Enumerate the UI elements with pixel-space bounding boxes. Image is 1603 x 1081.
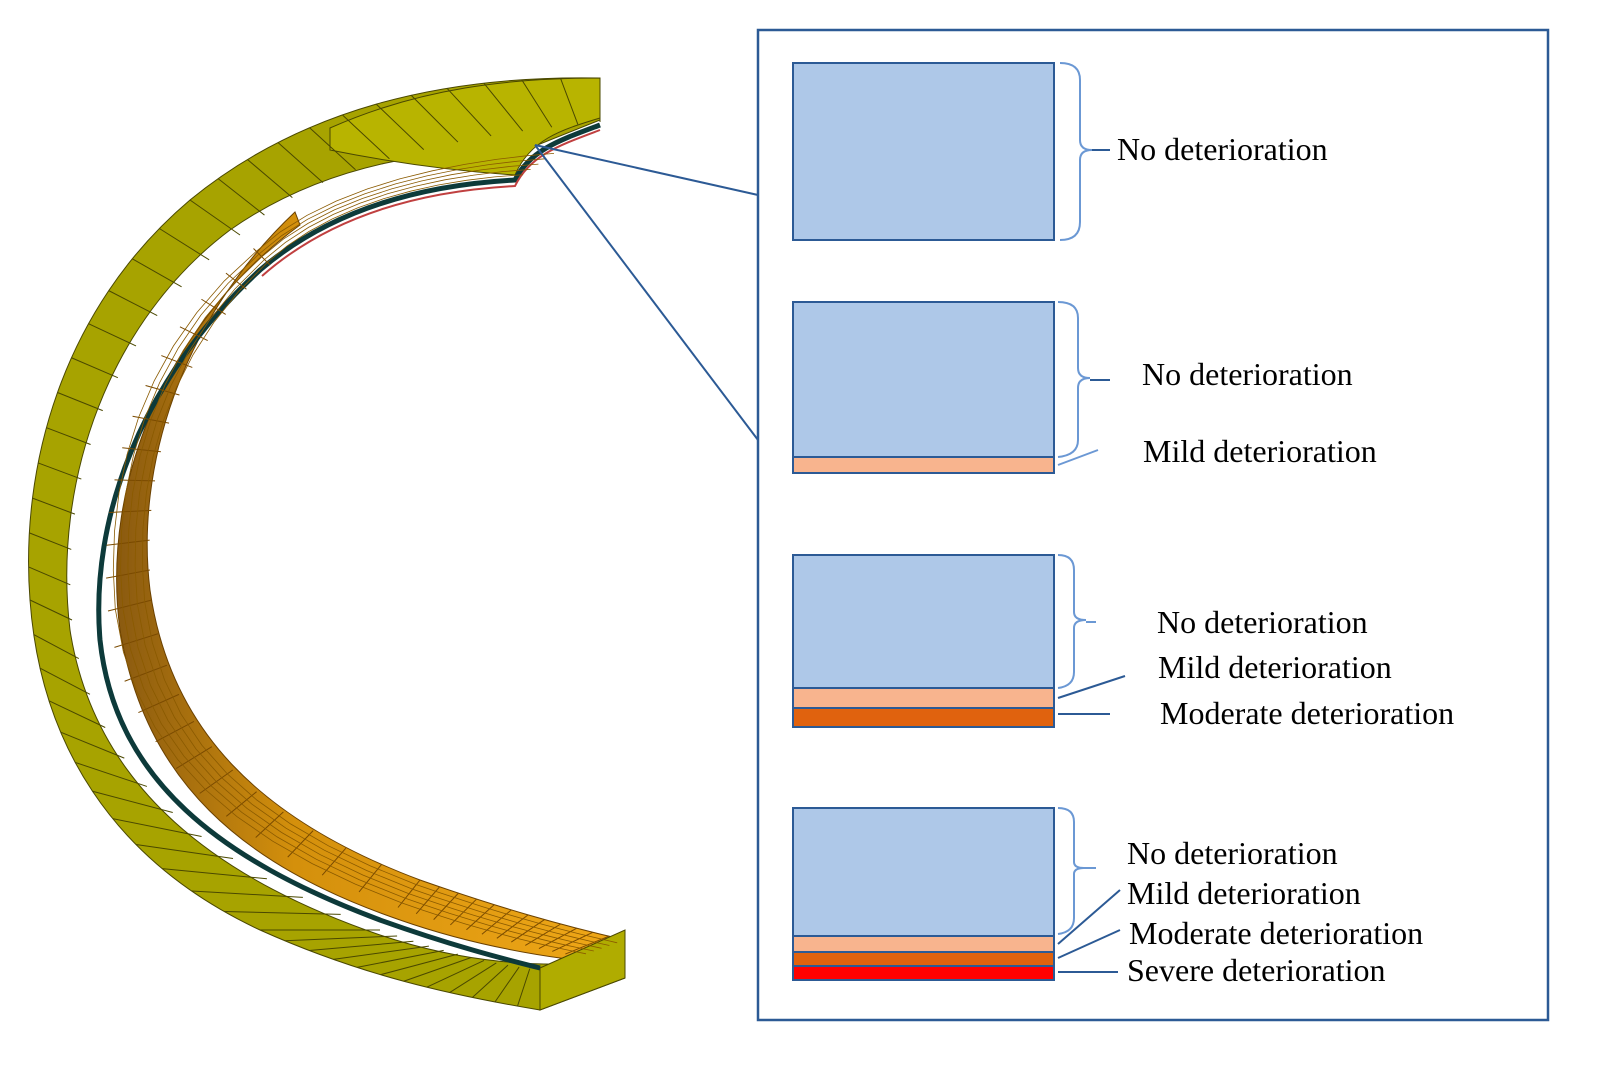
mesh-line [39,667,91,695]
mesh-line [159,228,210,261]
mesh-line [75,761,148,787]
label-no-deterioration: No deterioration [1142,356,1353,392]
mesh-line [155,721,195,743]
liner-interface-line [96,122,601,971]
layer-moderate-deterioration [792,951,1055,967]
mesh-line [446,87,492,137]
mesh-line [333,945,429,960]
tunnel-liner-model [28,77,626,1011]
label-leader [1057,929,1121,959]
label-leader [1057,449,1099,466]
layer-no-deterioration [792,807,1055,937]
zoom-connector-upper [534,144,759,196]
mesh-line [521,79,553,128]
brace [1059,62,1093,241]
mesh-line [277,142,324,183]
mesh-line [403,957,472,982]
label-severe-deterioration: Severe deterioration [1127,952,1386,988]
mesh-line [57,392,103,412]
mesh-line [356,949,444,968]
label-no-deterioration: No deterioration [1127,835,1338,871]
mesh-line [127,163,602,949]
zoom-connector-lower [534,144,759,441]
mesh-line [483,82,524,132]
label-no-deterioration: No deterioration [1117,131,1328,167]
mesh-line [112,818,202,837]
mesh-line [108,290,158,316]
layer-no-deterioration [792,62,1055,241]
label-mild-deterioration: Mild deterioration [1158,649,1392,685]
layer-mild-deterioration [792,687,1055,709]
mesh-line [189,199,241,236]
mesh-line [29,532,72,550]
case-3: No deterioration Mild deterioration Mode… [792,554,1454,731]
mesh-line [92,790,173,813]
mesh-line [224,910,341,915]
detail-frame [756,28,1550,1022]
mesh-line [37,462,82,480]
mesh-line [217,178,265,216]
mesh-line [161,355,193,368]
mesh-line [132,258,182,288]
layer-severe-deterioration [792,965,1055,981]
mesh-line [255,811,284,838]
brace [1057,807,1085,935]
label-leader [1057,675,1126,699]
mesh-line [309,127,356,171]
mesh-line [426,959,485,988]
layer-mild-deterioration [792,456,1055,474]
mesh-line [410,94,459,143]
mesh-line [48,700,106,728]
mesh-line [141,174,618,944]
mesh-line [375,103,425,150]
layer-no-deterioration [792,554,1055,689]
mesh-line [380,953,458,976]
mesh-line [191,890,303,898]
mesh-line [284,935,398,942]
mesh-line [342,114,390,160]
mesh-line [33,634,80,660]
case-4: No deterioration Mild deterioration Mode… [792,807,1423,988]
label-moderate-deterioration: Moderate deterioration [1129,915,1423,951]
mesh-line [247,159,293,199]
mesh-line [88,323,137,347]
layer-no-deterioration [792,301,1055,458]
mesh-line [112,153,587,955]
mesh-line [179,326,208,341]
layer-moderate-deterioration [792,707,1055,728]
mesh-line [494,966,520,1003]
mesh-line [29,599,73,621]
mesh-line [201,298,226,315]
case-1: No deterioration [792,62,1328,241]
mesh-line [287,830,314,858]
mesh-line [559,77,579,125]
label-mild-deterioration: Mild deterioration [1143,433,1377,469]
mesh-line [472,964,509,998]
case-2: No deterioration Mild deterioration [792,301,1377,474]
liner-top-face [329,77,601,176]
brace [1057,554,1087,689]
mesh-line [60,731,125,759]
mesh-line [517,968,531,1007]
mesh-line [32,497,76,515]
label-mild-deterioration: Mild deterioration [1127,875,1361,911]
brace [1057,301,1091,458]
label-leader [1057,889,1121,945]
mesh-line [138,693,180,714]
layer-mild-deterioration [792,935,1055,953]
mesh-line [309,940,414,952]
mesh-line [124,664,168,682]
mesh-line [71,357,119,379]
liner-mesh-grid [28,77,618,1007]
label-no-deterioration: No deterioration [1157,604,1368,640]
mesh-line [449,962,497,994]
mesh-line [162,868,267,880]
mesh-line [120,158,594,952]
mesh-line [134,169,610,946]
mesh-line [46,427,91,445]
mesh-line [28,566,71,586]
label-moderate-deterioration: Moderate deterioration [1160,695,1454,731]
mesh-line [135,843,234,860]
